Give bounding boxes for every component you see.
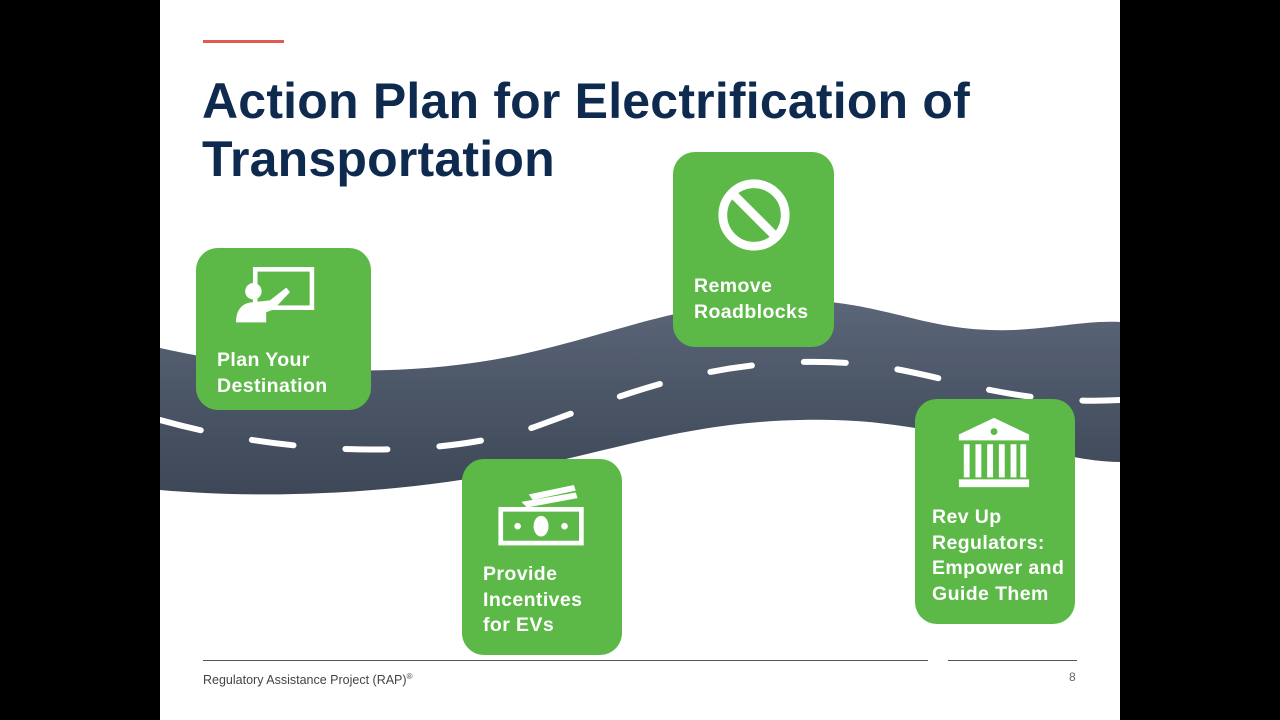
slide: Action Plan for Electrification of Trans… bbox=[160, 0, 1120, 720]
footer-organization: Regulatory Assistance Project (RAP)® bbox=[203, 672, 413, 688]
title-accent-line bbox=[203, 40, 284, 43]
footer-divider-right bbox=[948, 660, 1077, 661]
plan-your-destination-label: Plan Your Destination bbox=[217, 349, 328, 397]
slide-title: Action Plan for Electrification of Trans… bbox=[202, 73, 970, 187]
plan-your-destination-card: Plan Your Destination bbox=[196, 248, 371, 410]
money-bills-icon bbox=[498, 484, 584, 546]
rev-up-regulators-card: Rev Up Regulators: Empower and Guide The… bbox=[915, 399, 1075, 624]
remove-roadblocks-label: Remove Roadblocks bbox=[694, 275, 809, 323]
page-number: 8 bbox=[1069, 670, 1076, 684]
road-illustration bbox=[160, 299, 1120, 495]
presentation-board-icon bbox=[236, 267, 315, 323]
trademark-symbol: ® bbox=[406, 672, 413, 681]
rev-up-regulators-label: Rev Up Regulators: Empower and Guide The… bbox=[932, 506, 1065, 605]
remove-roadblocks-card: Remove Roadblocks bbox=[673, 152, 834, 347]
footer-divider-left bbox=[203, 660, 928, 661]
provide-incentives-label: Provide Incentives for EVs bbox=[483, 563, 583, 636]
bank-building-icon bbox=[958, 417, 1030, 488]
provide-incentives-card: Provide Incentives for EVs bbox=[462, 459, 622, 655]
prohibited-sign-icon bbox=[718, 179, 790, 251]
